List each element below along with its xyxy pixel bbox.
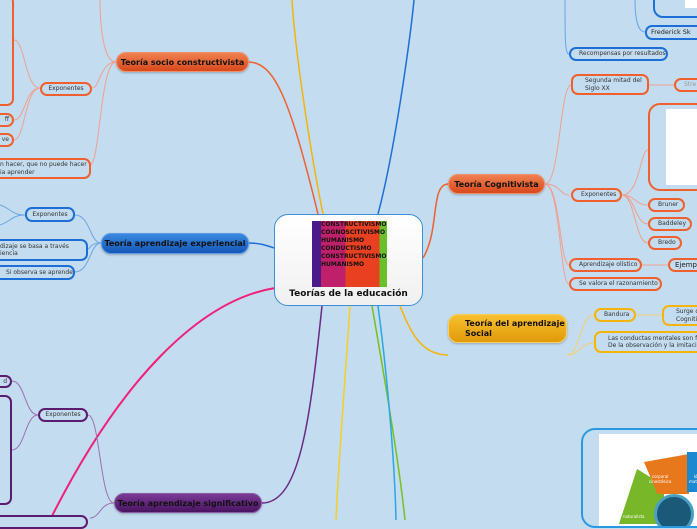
surge-label: Surge d Cognitiv [676, 308, 697, 323]
image-node[interactable] [0, 0, 14, 106]
topic-aprendizaje-significativo[interactable]: Teoría aprendizaje significativo [114, 493, 262, 513]
item-label: Si observa se aprende [6, 268, 73, 276]
exponentes-node[interactable]: Exponentes [38, 408, 88, 422]
partial-label: ve [1, 136, 9, 144]
recompensas-label: Recompensas por resultados [579, 50, 666, 58]
multiple-intelligences-image: corporal cinestésica lógica matemátic na… [599, 434, 697, 526]
segunda-mitad-node[interactable]: Segunda mitad del Siglo XX [571, 74, 649, 95]
exponentes-node[interactable]: Exponentes [571, 188, 622, 202]
bruner-label: Bruner [658, 201, 679, 209]
stre-node[interactable]: Stre [674, 78, 697, 92]
bandura-label: Bandura [604, 311, 630, 319]
topic-title: Teoría aprendizaje experiencial [104, 239, 246, 248]
document-image [666, 109, 697, 185]
topic-title: Teoría del aprendizaje Social [465, 318, 565, 338]
stre-label: Stre [684, 81, 697, 89]
exponentes-label: Exponentes [581, 191, 617, 199]
logica-label: lógica matemátic [689, 474, 697, 484]
topic-aprendizaje-experiencial[interactable]: Teoría aprendizaje experiencial [101, 233, 249, 254]
surge-node[interactable]: Surge d Cognitiv [662, 305, 697, 326]
bredo-node[interactable]: Bredo [648, 236, 682, 250]
image-node[interactable]: agre [653, 0, 697, 18]
image-caption: agre [685, 0, 697, 8]
description-label: n hacer, que no puede hacer ia aprender [0, 161, 87, 176]
image-node[interactable] [0, 395, 12, 505]
bruner-node[interactable]: Bruner [648, 198, 685, 212]
item-node[interactable] [0, 515, 88, 529]
description-node[interactable]: n hacer, que no puede hacer ia aprender [0, 158, 91, 179]
topic-title: Teoría Cognitivista [454, 179, 539, 189]
topic-title: Teoría socio constructivista [120, 57, 245, 67]
topic-title: Teoría aprendizaje significativo [117, 498, 259, 508]
bredo-label: Bredo [658, 239, 676, 247]
exponentes-node[interactable]: Exponentes [40, 82, 92, 96]
conductas-label: Las conductas mentales son frut De la ob… [608, 334, 697, 350]
partial-label: ff [4, 116, 9, 124]
exponentes-label: Exponentes [48, 85, 84, 93]
corporal-label: corporal cinestésica [649, 474, 672, 484]
baddeley-node[interactable]: Baddeley [648, 217, 692, 231]
exponentes-node[interactable]: Exponentes [25, 207, 75, 222]
image-node[interactable] [648, 103, 697, 191]
razonamiento-label: Se valora el razonamiento [579, 280, 658, 288]
conductas-node[interactable]: Las conductas mentales son frut De la ob… [594, 331, 697, 353]
olistico-node[interactable]: Aprendizaje olístico [569, 258, 642, 272]
ejemplo-label: Ejemp [675, 260, 697, 269]
bandura-node[interactable]: Bandura [594, 308, 636, 322]
description-label: dizaje se basa a través iencia [0, 242, 69, 258]
topic-cognitivista[interactable]: Teoría Cognitivista [448, 174, 545, 194]
partial-label: d [3, 377, 7, 385]
frederick-label: Frederick Sk [651, 28, 691, 37]
central-title: Teorías de la educación [289, 289, 408, 299]
segunda-mitad-label: Segunda mitad del Siglo XX [585, 77, 642, 92]
topic-aprendizaje-social[interactable]: Teoría del aprendizaje Social [448, 314, 567, 343]
recompensas-node[interactable]: Recompensas por resultados [569, 47, 668, 61]
topic-socio-constructivista[interactable]: Teoría socio constructivista [116, 52, 249, 72]
ejemplo-node[interactable]: Ejemp [668, 258, 697, 272]
razonamiento-node[interactable]: Se valora el razonamiento [569, 277, 662, 291]
image-node[interactable]: corporal cinestésica lógica matemátic na… [581, 428, 697, 528]
naturalista-label: naturalista [623, 514, 645, 519]
partial-node[interactable]: d [0, 375, 12, 388]
exponentes-label: Exponentes [45, 411, 81, 419]
partial-node[interactable]: ve [0, 133, 14, 147]
frederick-node[interactable]: Frederick Sk [645, 25, 697, 40]
exponentes-label: Exponentes [32, 210, 68, 218]
item-node[interactable]: Si observa se aprende [0, 265, 75, 280]
olistico-label: Aprendizaje olístico [579, 261, 638, 269]
baddeley-label: Baddeley [658, 220, 687, 228]
partial-node[interactable]: ff [0, 113, 14, 127]
description-node[interactable]: dizaje se basa a través iencia [0, 239, 88, 261]
